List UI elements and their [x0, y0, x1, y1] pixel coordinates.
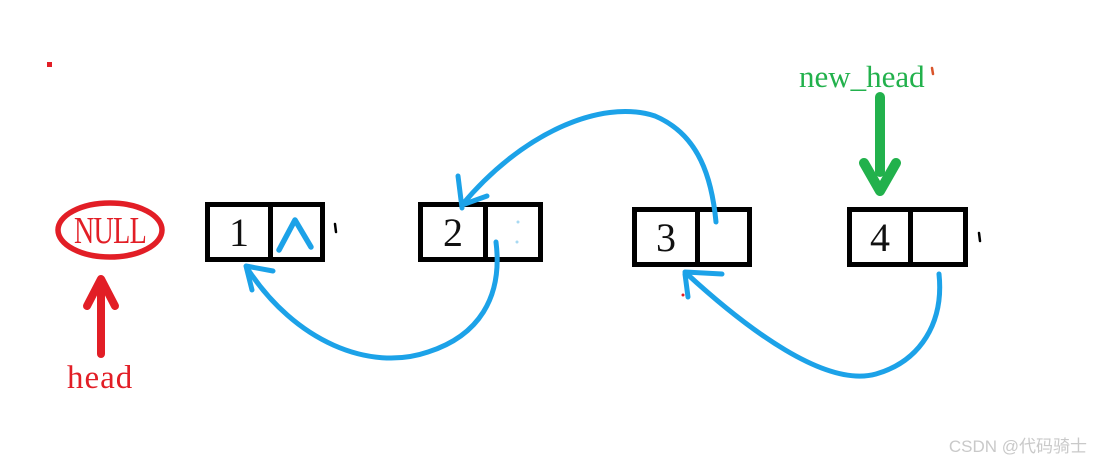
node-3-pointer-cell — [700, 212, 747, 262]
new-head-arrow-head — [859, 158, 901, 196]
head-arrow-head — [83, 275, 119, 310]
head-label: head — [67, 360, 134, 396]
new-head-label: new_head — [799, 59, 925, 94]
list-node-1: 1 — [205, 202, 325, 262]
pointer-arc-4-to-3 — [683, 270, 943, 379]
node-2-value: 2 — [423, 207, 488, 257]
list-node-4: 4 — [847, 207, 968, 267]
tick-mark-new-head — [930, 66, 935, 76]
node-3-value: 3 — [637, 212, 700, 262]
node-4-value: 4 — [852, 212, 913, 262]
node-2-pointer-cell — [488, 207, 538, 257]
pointer-arc-2-to-1-arrowhead — [243, 263, 276, 293]
pointer-arc-4-to-3-arrowhead-stub — [682, 271, 691, 300]
stray-red-dot — [47, 62, 52, 67]
node-1-value: 1 — [210, 207, 273, 257]
node-4-pointer-cell — [913, 212, 963, 262]
pointer-arc-4-to-3-arrowhead-barb — [682, 269, 725, 277]
list-node-3: 3 — [632, 207, 752, 267]
watermark: CSDN @代码骑士 — [948, 437, 1087, 456]
tick-mark-node-1 — [333, 222, 338, 234]
list-node-2: 2 — [418, 202, 543, 262]
null-label: NULL — [73, 210, 147, 252]
node-1-pointer-cell — [273, 207, 320, 257]
tick-mark-node-4 — [977, 231, 982, 243]
stray-red-speck — [681, 293, 685, 297]
